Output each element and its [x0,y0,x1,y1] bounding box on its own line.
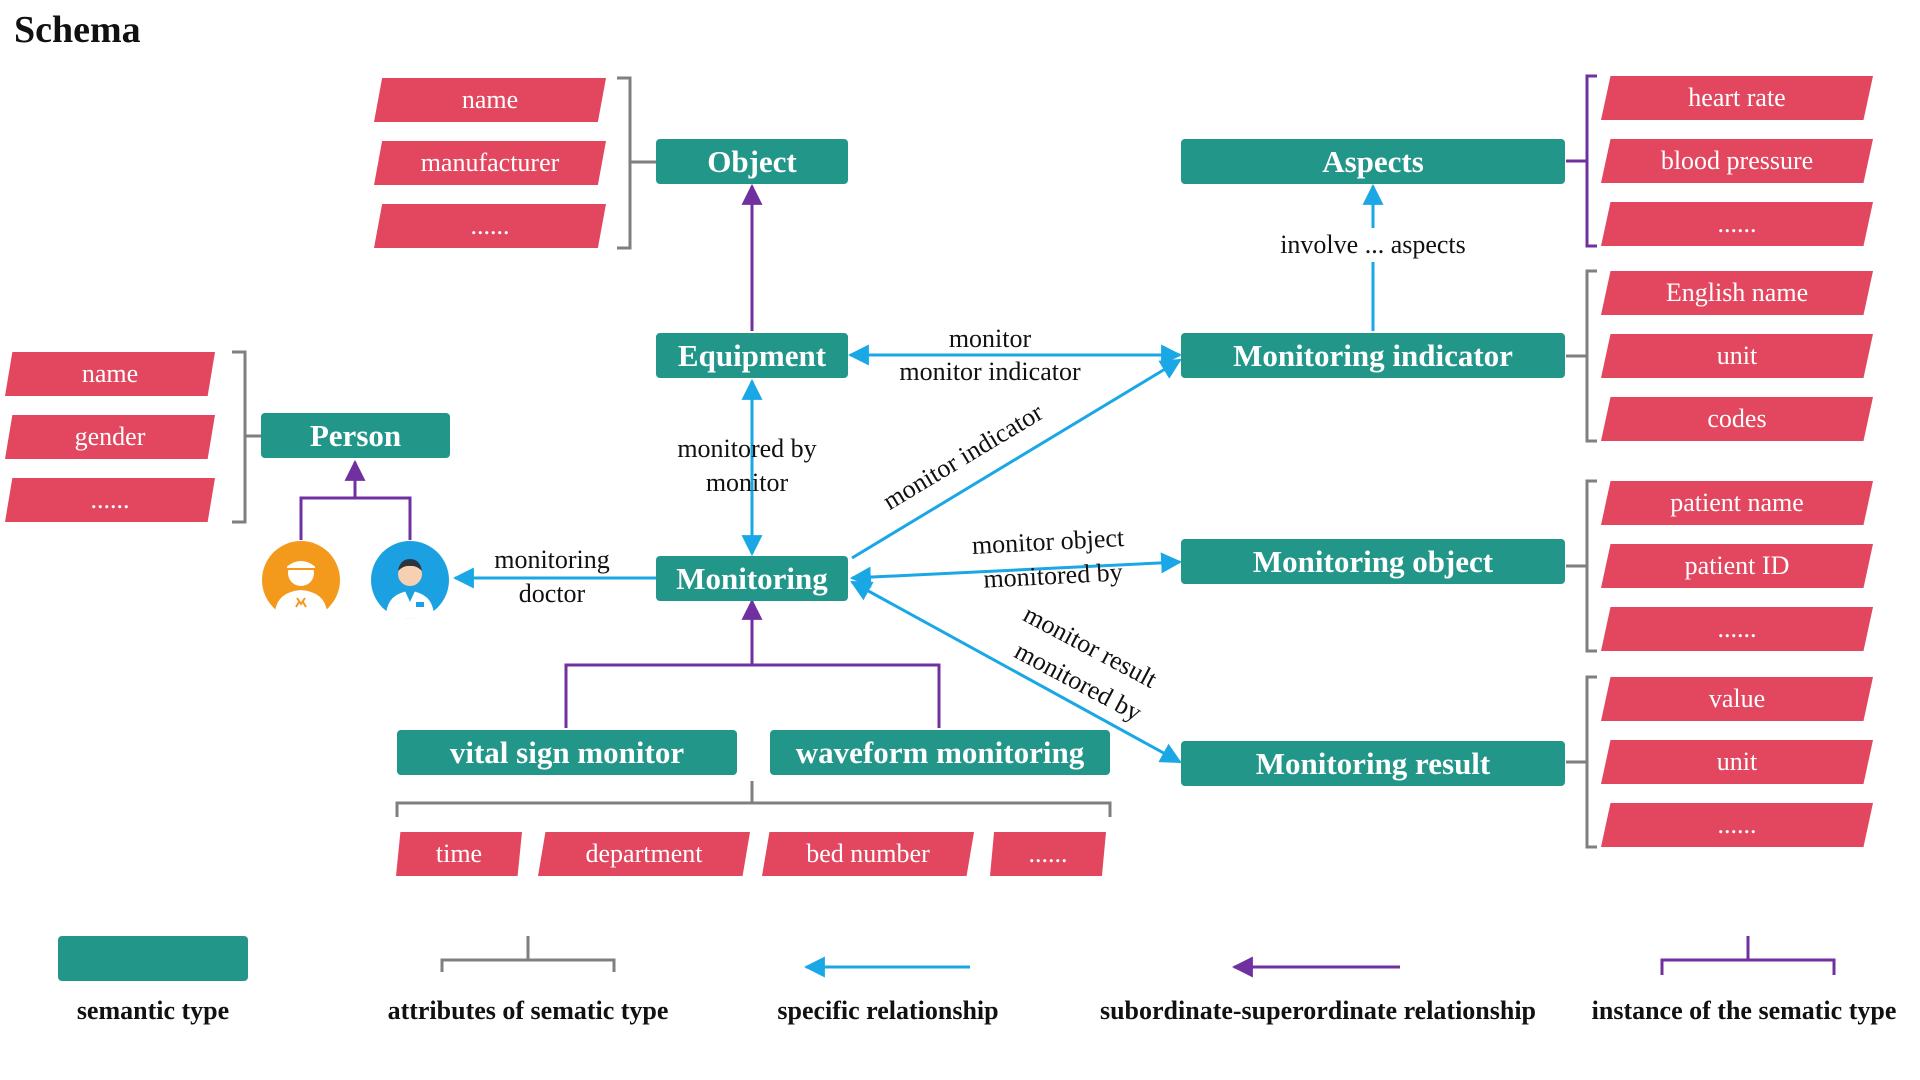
indicator-instance-tag: English name [1601,271,1873,315]
node-monitoring-indicator: Monitoring indicator [1181,333,1565,378]
indicator-instance-tag: unit [1601,334,1873,378]
object-attr-tag: name [374,78,606,122]
object-attr-tag: manufacturer [374,141,606,185]
legend-subordinate-label: subordinate-superordinate relationship [1099,996,1537,1025]
monitoring-indicator-edge [851,358,1182,560]
object-attr-tag: ...... [374,204,606,248]
relation-label: monitored by [677,434,817,463]
relation-label: doctor [518,579,586,608]
object-attr-bracket [617,76,632,250]
aspects-instance-tag: blood pressure [1601,139,1873,183]
monitoring-result-edge [850,580,1182,764]
aspects-inst-bracket [1585,74,1597,248]
legend-attributes-label: attributes of sematic type [387,996,669,1025]
aspects-instance-tag: heart rate [1601,76,1873,120]
monitoring-attr-bracket [395,781,1112,817]
monitoring-attr-tag: ...... [990,832,1106,876]
monitoring-attr-tag: department [538,832,750,876]
object-instance-tag: patient ID [1601,544,1873,588]
node-vital-sign-monitor: vital sign monitor [397,730,737,775]
relation-label: monitor [948,324,1032,353]
legend-semantic-type-swatch [58,936,248,981]
node-monitoring: Monitoring [656,556,848,601]
result-instance-tag: unit [1601,740,1873,784]
person-attr-tag: ...... [5,478,215,522]
relation-label: monitoring [494,545,610,574]
legend-attr-symbol [440,936,616,972]
legend-specific-label: specific relationship [777,996,999,1025]
legend-semantic-type-label: semantic type [76,996,230,1025]
monitoring-object-edge [849,552,1183,588]
doctor-icon [371,541,449,619]
node-monitoring-result: Monitoring result [1181,741,1565,786]
node-person: Person [261,413,450,458]
indicator-inst-bracket [1585,269,1597,443]
monitoring-attr-tag: time [396,832,522,876]
person-attr-tag: gender [5,415,215,459]
relation-label: involve ... aspects [1245,228,1501,262]
aspects-instance-tag: ...... [1601,202,1873,246]
result-instance-tag: ...... [1601,803,1873,847]
result-inst-bracket [1585,675,1597,849]
node-waveform-monitoring: waveform monitoring [770,730,1110,775]
person-attr-bracket [232,350,247,524]
relation-label: monitor [705,468,789,497]
diagram-title: Schema [14,9,141,51]
legend-instance-symbol [1660,936,1836,975]
patient-icon [262,541,340,619]
node-monitoring-object: Monitoring object [1181,539,1565,584]
legend-instance-label: instance of the sematic type [1591,996,1897,1025]
monitoring-subtypes-edge [564,663,941,728]
object-inst-bracket [1585,479,1597,653]
node-equipment: Equipment [656,333,848,378]
node-object: Object [656,139,848,184]
node-aspects: Aspects [1181,139,1565,184]
object-instance-tag: ...... [1601,607,1873,651]
monitoring-attr-tag: bed number [762,832,974,876]
relation-label: monitor indicator [899,357,1081,386]
indicator-instance-tag: codes [1601,397,1873,441]
person-attr-tag: name [5,352,215,396]
object-instance-tag: patient name [1601,481,1873,525]
person-subtypes-edge [299,496,412,540]
result-instance-tag: value [1601,677,1873,721]
